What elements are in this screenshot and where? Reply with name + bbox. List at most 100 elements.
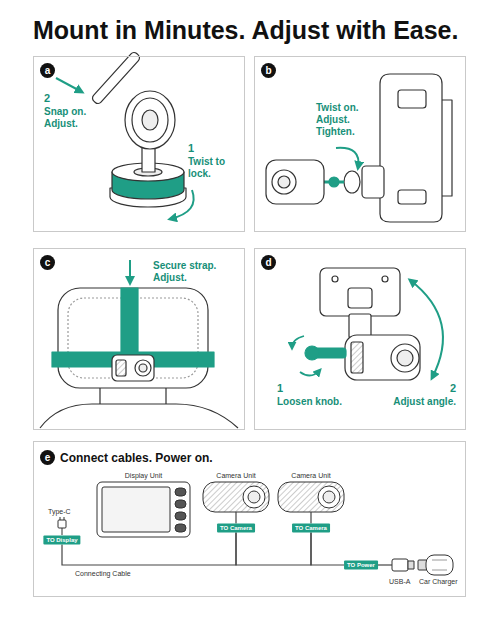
- wiring-drawing: [175, 512, 186, 520]
- wiring-drawing: [432, 560, 447, 570]
- step-badge: b: [261, 63, 276, 78]
- step-letter: b: [261, 63, 276, 78]
- wiring-drawing: [58, 520, 66, 528]
- cable-tag: TO Power: [344, 561, 378, 570]
- headrest-bracket-drawing: [278, 176, 290, 188]
- headrest-bracket-drawing: [442, 100, 452, 196]
- headrest-bracket-drawing: [329, 177, 339, 187]
- cable-tag: TO Display: [43, 536, 80, 545]
- callout-number: 2: [442, 382, 456, 395]
- step-panel: 1Loosen knob.2Adjust angle.d: [254, 248, 466, 430]
- step-badge: a: [40, 63, 55, 78]
- tag-text: TO Power: [347, 562, 375, 569]
- headrest-strap-drawing: [116, 360, 126, 376]
- wiring-drawing: [243, 486, 265, 508]
- headrest-bracket-drawing: [272, 170, 296, 194]
- cable: [235, 512, 236, 524]
- angle-adjust-drawing: [292, 336, 304, 348]
- step-caption: Secure strap. Adjust.: [153, 260, 239, 284]
- headrest-strap-drawing: [58, 288, 208, 388]
- step-letter: e: [40, 450, 55, 465]
- part-label: Type-C: [48, 508, 71, 516]
- wiring-drawing: [175, 524, 186, 532]
- wiring-drawing: [248, 491, 260, 503]
- camera-unit: Camera Unit: [203, 472, 269, 512]
- headrest-bracket-drawing: [380, 74, 442, 222]
- headrest-strap-drawing: [40, 260, 238, 428]
- angle-adjust-drawing: [382, 276, 388, 282]
- part-label: Car Charger: [419, 578, 458, 586]
- headrest-strap-drawing: [139, 364, 147, 372]
- angle-adjust-drawing: [348, 288, 372, 308]
- callout-number: 1: [188, 142, 208, 155]
- step-title: Connect cables. Power on.: [60, 451, 280, 465]
- step-caption: Twist on. Adjust. Tighten.: [316, 102, 374, 138]
- step-caption: Loosen knob.: [277, 396, 349, 408]
- wiring-drawing: [102, 487, 170, 532]
- camera-unit: Camera Unit: [278, 472, 344, 512]
- tag-text: TO Camera: [295, 525, 327, 532]
- unit-heading: Display Unit: [97, 472, 190, 480]
- suction-mount-drawing: [170, 190, 194, 219]
- angle-adjust-drawing: [410, 280, 443, 378]
- suction-mount-drawing: [142, 110, 158, 130]
- wiring-drawing: [392, 559, 408, 571]
- wiring-drawing: [175, 488, 186, 496]
- suction-mount-drawing: [132, 98, 168, 142]
- wiring-drawing: [175, 500, 186, 508]
- headrest-strap-drawing: [135, 360, 151, 376]
- angle-adjust-drawing: [305, 346, 319, 360]
- angle-adjust-drawing: [332, 276, 338, 282]
- step-panel: 2Snap on. Adjust. 1Twist to lock. a: [33, 56, 245, 232]
- callout-number: 2: [44, 92, 64, 105]
- suction-mount-drawing: [56, 78, 82, 92]
- step-badge: e: [40, 450, 55, 465]
- angle-adjust-drawing: [391, 344, 419, 372]
- step-letter: a: [40, 63, 55, 78]
- headrest-bracket-drawing: [398, 90, 426, 108]
- part-label: USB-A: [389, 578, 410, 586]
- suction-mount-drawing: [56, 51, 194, 219]
- wiring-drawing: [203, 482, 269, 512]
- step-badge: d: [261, 255, 276, 270]
- angle-adjust-drawing: [300, 370, 320, 376]
- wiring-drawing: [97, 482, 190, 537]
- headrest-bracket-drawing: [336, 148, 359, 168]
- step-panel: Secure strap. Adjust. c: [33, 248, 245, 430]
- step-badge: c: [40, 255, 55, 270]
- step-panel: Twist on. Adjust. Tighten. b: [254, 56, 466, 232]
- wiring-drawing: [278, 482, 344, 512]
- wiring-drawing: [60, 517, 64, 535]
- headrest-strap-drawing: [129, 260, 131, 283]
- angle-adjust-drawing: [397, 350, 413, 366]
- unit-heading: Camera Unit: [203, 472, 269, 480]
- wiring-drawing: [426, 555, 453, 575]
- tag-text: TO Display: [46, 537, 77, 544]
- step-caption: Snap on. Adjust.: [44, 106, 102, 130]
- cable-tag: TO Camera: [292, 524, 330, 533]
- page-title: Mount in Minutes. Adjust with Ease.: [33, 15, 458, 45]
- step-caption: Twist to lock.: [188, 156, 242, 180]
- part-label: Connecting Cable: [75, 570, 131, 578]
- headrest-strap-drawing: [100, 386, 166, 404]
- wiring-drawing: [318, 486, 340, 508]
- callout-number: 1: [277, 382, 297, 395]
- angle-adjust-drawing: [351, 342, 363, 373]
- wiring-drawing: [323, 491, 335, 503]
- cable-tag: TO Camera: [217, 524, 255, 533]
- step-letter: d: [261, 255, 276, 270]
- headrest-strap-drawing: [121, 288, 138, 360]
- angle-adjust-drawing: [320, 268, 400, 316]
- unit-heading: Camera Unit: [278, 472, 344, 480]
- headrest-bracket-drawing: [266, 160, 324, 204]
- suction-mount-drawing: [125, 91, 175, 149]
- step-letter: c: [40, 255, 55, 270]
- cable: [62, 533, 236, 566]
- tag-text: TO Camera: [220, 525, 252, 532]
- wiring-drawing: [408, 561, 414, 569]
- headrest-bracket-drawing: [266, 74, 452, 222]
- cable: [236, 533, 311, 566]
- angle-adjust-drawing: [345, 335, 420, 380]
